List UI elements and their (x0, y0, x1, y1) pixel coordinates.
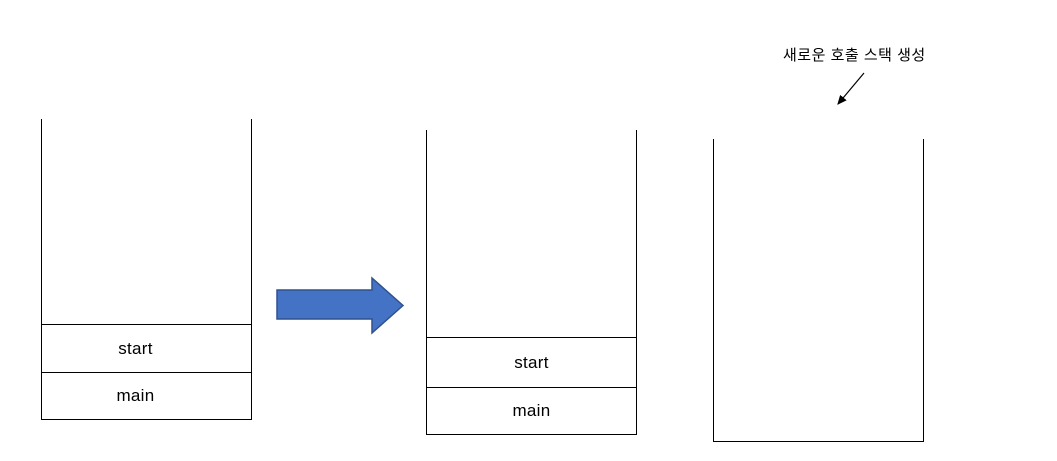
stack-frame-main: main (42, 372, 251, 419)
stack-frame-start: start (427, 337, 636, 387)
stack-frames: start main (42, 324, 251, 419)
transition-arrow-icon (276, 276, 405, 335)
call-stack-after: start main (426, 130, 637, 435)
call-stack-new-empty (713, 139, 924, 442)
call-stack-before: start main (41, 119, 252, 420)
stack-frame-start: start (42, 324, 251, 372)
transition-arrow-shape (276, 276, 405, 335)
stack-frame-main: main (427, 387, 636, 434)
annotation-pointer-arrow-icon (837, 72, 865, 105)
new-stack-annotation-label: 새로운 호출 스택 생성 (783, 47, 926, 64)
stack-frames: start main (427, 337, 636, 434)
